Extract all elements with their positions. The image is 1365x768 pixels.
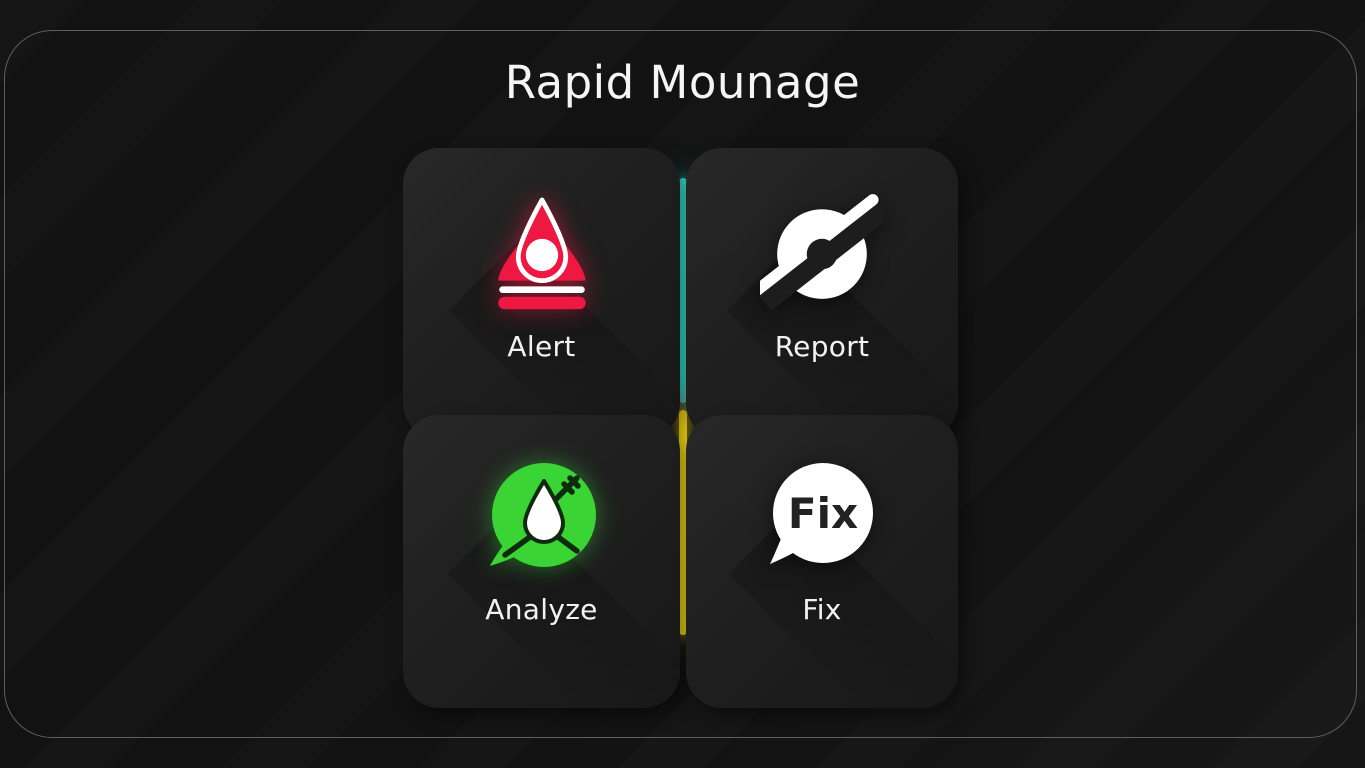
quadrant-card-alert[interactable]: Alert <box>403 148 680 439</box>
divider-bottom-vertical <box>679 410 687 635</box>
quadrant-label: Fix <box>802 593 842 626</box>
report-disc-icon <box>760 192 884 318</box>
alert-drop-icon <box>485 192 599 318</box>
quadrant-card-report[interactable]: Report <box>686 148 958 439</box>
divider-top-vertical <box>679 178 687 403</box>
outer-frame <box>4 30 1357 738</box>
quadrant-card-analyze[interactable]: Analyze <box>403 415 680 708</box>
fix-bubble-icon: Fix <box>765 455 879 581</box>
quadrant-label: Report <box>774 330 870 363</box>
quadrant-label: Analyze <box>485 593 598 626</box>
quadrant-card-fix[interactable]: Fix Fix <box>686 415 958 708</box>
fix-icon-text: Fix <box>788 489 858 538</box>
page-title: Rapid Mounage <box>504 56 861 109</box>
analyze-bubble-icon <box>484 455 600 581</box>
quadrant-label: Alert <box>507 330 576 363</box>
